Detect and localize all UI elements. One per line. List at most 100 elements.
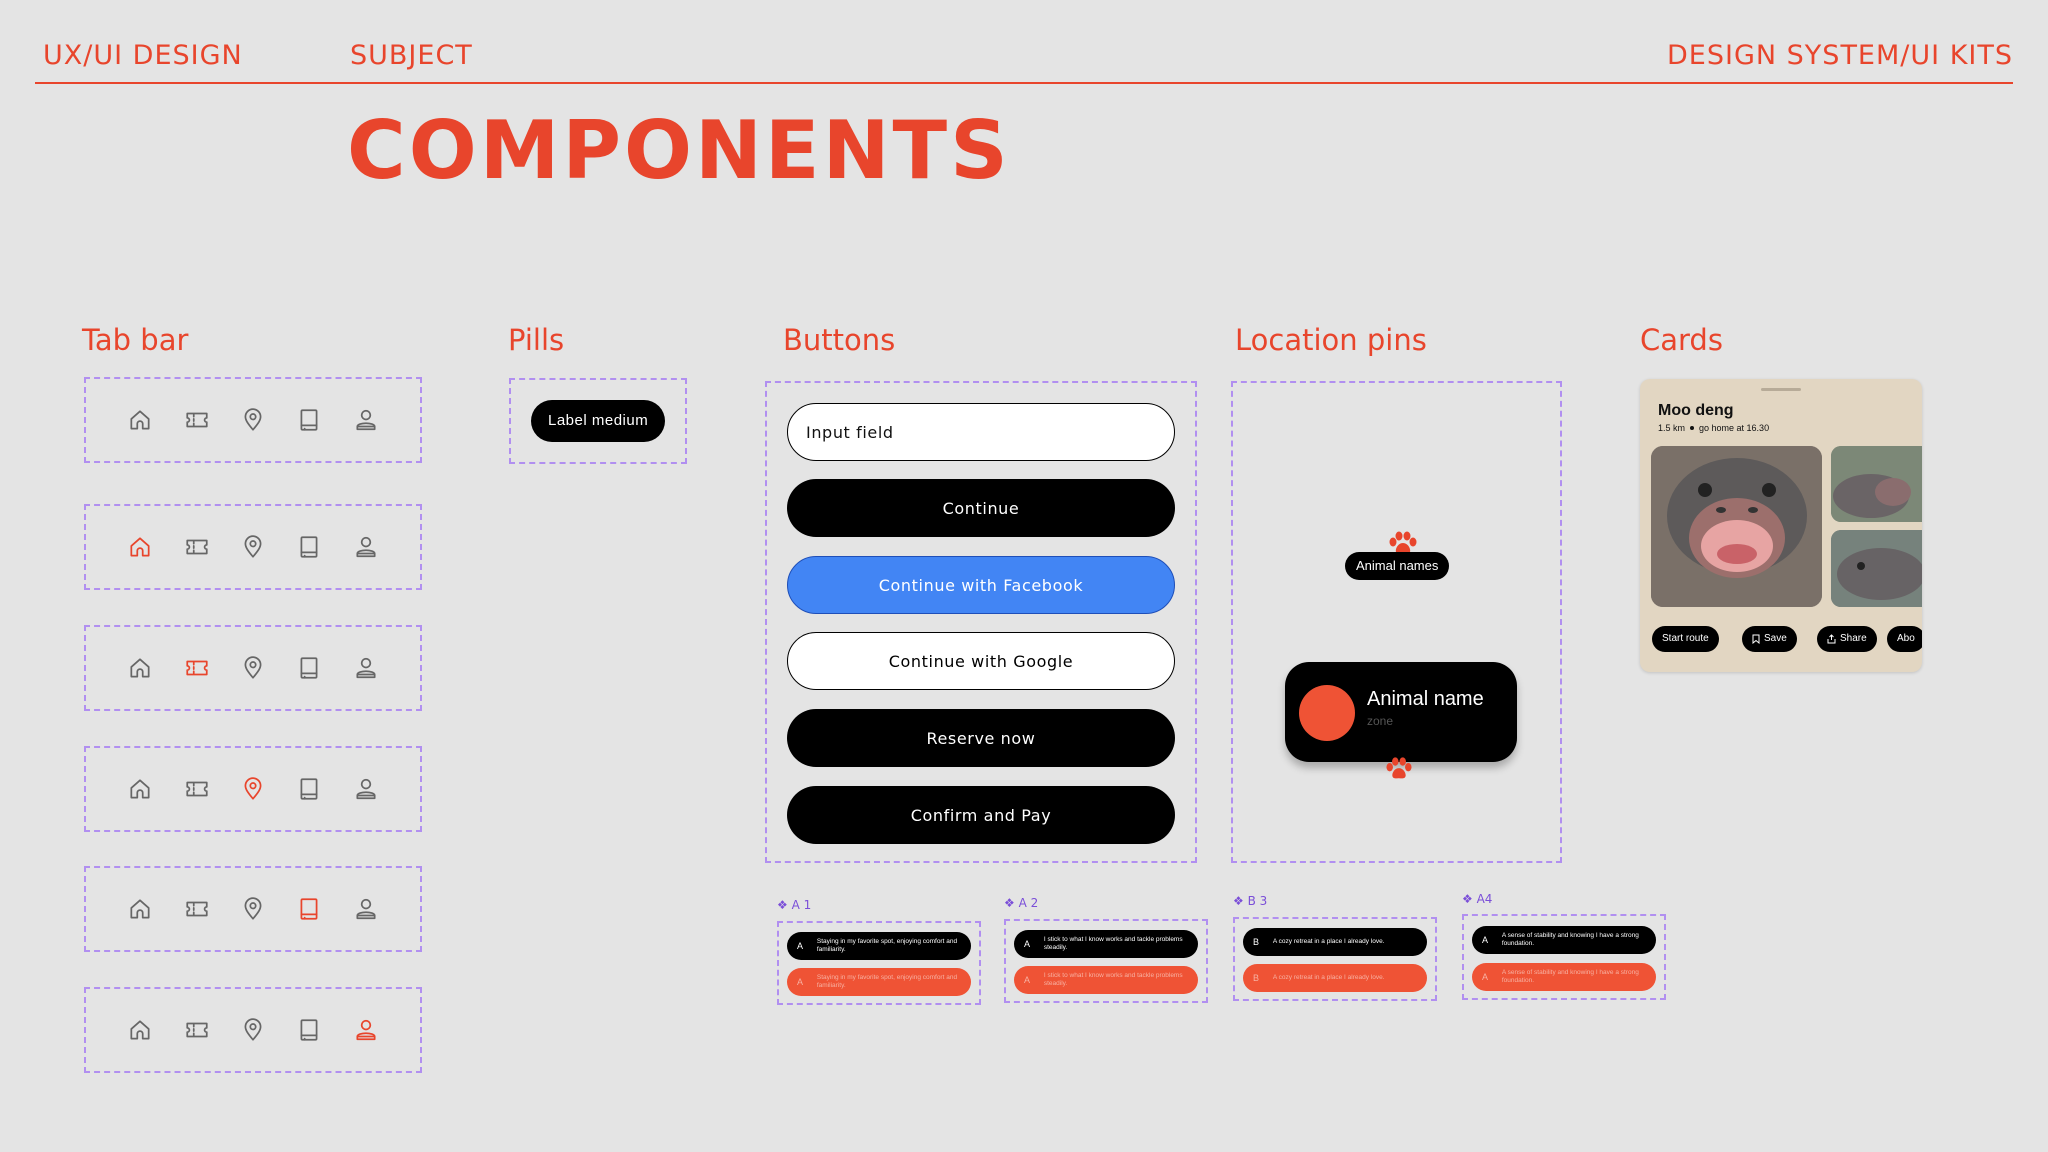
hippo-photo-main[interactable] [1651,446,1822,607]
pills-frame: Label medium [509,378,687,464]
section-title-buttons: Buttons [783,323,896,357]
share-button[interactable]: Share [1817,626,1877,652]
reserve-now-button[interactable]: Reserve now [787,709,1175,767]
header-left: UX/UI DESIGN [43,40,243,71]
header-divider [35,82,2013,84]
tab-home[interactable] [124,652,156,684]
animal-card[interactable]: Moo deng 1.5 km go home at 16.30 [1640,379,1922,672]
answer-group-label: ❖ B 3 [1233,894,1268,908]
location-pin-icon [240,407,266,433]
answer-group-a1-label: A 1 [791,898,812,912]
tab-guide[interactable] [293,893,325,925]
tab-profile[interactable] [350,1014,382,1046]
ticket-icon [184,534,210,560]
answer-text: I stick to what I know works and tackle … [1043,936,1183,951]
input-field[interactable]: Input field [787,403,1175,461]
drag-handle[interactable] [1761,388,1801,391]
ticket-icon [184,655,210,681]
home-icon [127,407,153,433]
answer-option-selected[interactable]: A A sense of stability and knowing I have… [1472,963,1656,991]
hippo-photo-3[interactable] [1831,530,1922,607]
tab-bar-tickets-active [84,625,422,711]
tab-bar-default [84,377,422,463]
tab-tickets[interactable] [181,773,213,805]
location-pin-icon [240,896,266,922]
location-pin-icon [240,776,266,802]
profile-icon [353,407,379,433]
tab-map[interactable] [237,1014,269,1046]
tab-home[interactable] [124,1014,156,1046]
tab-tickets[interactable] [181,404,213,436]
tab-tickets[interactable] [181,893,213,925]
location-pin-icon [240,655,266,681]
tab-profile[interactable] [350,531,382,563]
animal-zone: zone [1367,714,1394,728]
continue-with-facebook-button[interactable]: Continue with Facebook [787,556,1175,614]
answer-text: A sense of stability and knowing I have … [1501,969,1639,984]
buttons-frame [765,381,1197,863]
tab-map[interactable] [237,404,269,436]
answer-group-a4: A A sense of stability and knowing I have… [1462,914,1666,1000]
save-label: Save [1764,633,1787,644]
profile-icon [353,1017,379,1043]
tab-guide[interactable] [293,1014,325,1046]
location-pin-small[interactable]: Animal names [1345,552,1450,580]
tab-guide[interactable] [293,652,325,684]
tab-tickets[interactable] [181,1014,213,1046]
answer-letter: A [797,977,804,987]
book-icon [296,655,322,681]
tab-map[interactable] [237,773,269,805]
answer-letter: B [1253,973,1260,983]
home-icon [127,896,153,922]
tab-profile[interactable] [350,652,382,684]
save-button[interactable]: Save [1742,626,1797,652]
tab-profile[interactable] [350,773,382,805]
tab-bar-profile-active [84,987,422,1073]
page-title: COMPONENTS [347,104,1011,197]
start-route-button[interactable]: Start route [1652,626,1719,652]
answer-text: I stick to what I know works and tackle … [1043,972,1183,987]
tab-home[interactable] [124,773,156,805]
tab-map[interactable] [237,652,269,684]
tab-tickets[interactable] [181,531,213,563]
continue-with-google-button[interactable]: Continue with Google [787,632,1175,690]
tab-profile[interactable] [350,893,382,925]
tab-home[interactable] [124,531,156,563]
book-icon [296,534,322,560]
home-icon [127,1017,153,1043]
hippo-photo-2[interactable] [1831,446,1922,522]
tab-bar-guide-active [84,866,422,952]
ticket-icon [184,776,210,802]
answer-letter: A [1482,972,1489,982]
tab-map[interactable] [237,531,269,563]
location-pin-large[interactable]: Animal name zone [1285,662,1517,762]
continue-button[interactable]: Continue [787,479,1175,537]
profile-icon [353,776,379,802]
bookmark-icon [1752,634,1760,644]
dot-separator [1690,426,1695,430]
tab-guide[interactable] [293,773,325,805]
about-button[interactable]: Abo [1887,626,1922,652]
hippo-illustration [1831,446,1922,522]
tab-tickets[interactable] [181,652,213,684]
pill-label-medium[interactable]: Label medium [531,400,666,442]
confirm-and-pay-button[interactable]: Confirm and Pay [787,786,1175,844]
tab-map[interactable] [237,893,269,925]
animal-name: Animal name [1367,688,1484,710]
profile-icon [353,896,379,922]
tab-guide[interactable] [293,531,325,563]
tab-guide[interactable] [293,404,325,436]
tab-home[interactable] [124,404,156,436]
tab-home[interactable] [124,893,156,925]
tab-profile[interactable] [350,404,382,436]
location-pin-icon [240,1017,266,1043]
